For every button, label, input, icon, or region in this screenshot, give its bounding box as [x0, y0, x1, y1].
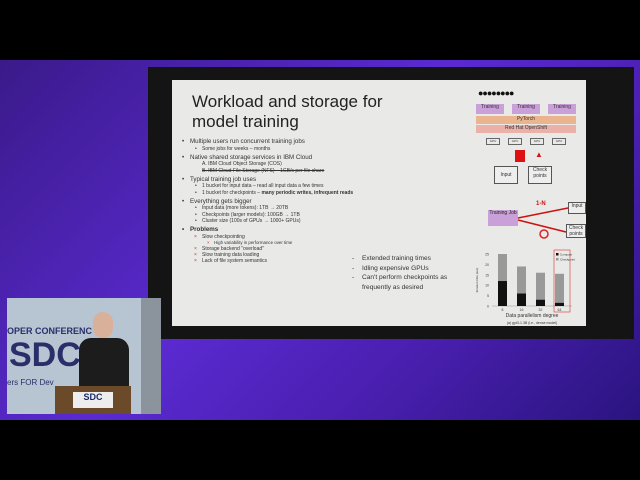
sub-bullet: Input data (more tokens): 1TB → 20TB — [182, 205, 432, 211]
x-tick-label: 8 — [502, 308, 504, 312]
input-bucket: Input — [568, 202, 586, 214]
ratio-label: 1-N — [536, 201, 546, 207]
users-icon: ●●●●●●●● — [478, 88, 514, 98]
refresh-icon — [539, 229, 549, 239]
gpu-box: GPU — [486, 138, 500, 145]
consequence: Extended training times — [352, 254, 462, 264]
bar-compute — [536, 299, 545, 306]
problem-item: Slow checkpointing — [182, 234, 432, 241]
bar-checkpoint — [536, 272, 545, 306]
sub-bullet: Some jobs for weeks – months — [182, 146, 432, 152]
x-axis-label: Data parallelism degree — [506, 313, 559, 319]
bar-checkpoint — [498, 254, 507, 306]
chart-caption: (a) gpt3-1.3B (i.e., dense model) — [507, 321, 557, 325]
legend-checkpoint: Checkpoint — [560, 258, 575, 262]
arrows — [517, 207, 569, 239]
stage-wall — [141, 298, 161, 414]
slide: Workload and storage for model training … — [172, 80, 586, 326]
input-bucket: Input — [494, 166, 518, 184]
problem-item: Slow training data loading — [182, 252, 432, 259]
bar-checkpoint — [555, 273, 564, 306]
speaker-head — [93, 312, 113, 338]
gpu-box: GPU — [552, 138, 566, 145]
y-tick-label: 20 — [485, 263, 489, 267]
checkpoints-bucket: Check points — [528, 166, 552, 184]
bullet: Everything gets bigger — [182, 198, 432, 206]
y-tick-label: 0 — [487, 305, 489, 309]
architecture-diagram: ●●●●●●●● Training Training Training PyTo… — [470, 80, 586, 326]
consequence: Idling expensive GPUs — [352, 264, 462, 274]
highlight-box — [553, 249, 571, 313]
bar-checkpoint — [517, 266, 526, 306]
slide-bullets: Multiple users run concurrent training j… — [182, 138, 432, 265]
bullet: Native shared storage services in IBM Cl… — [182, 154, 432, 162]
banner-tagline: ers FOR Dev — [7, 378, 54, 387]
training-box: Training — [476, 104, 504, 114]
training-box: Training — [548, 104, 576, 114]
y-tick-label: 25 — [485, 253, 489, 257]
banner-logo: SDC — [9, 336, 81, 374]
slide-title: Workload and storage for model training — [192, 92, 383, 131]
legend-swatch-compute — [556, 253, 559, 256]
sub-bullet: 1 bucket for checkpoints – many periodic… — [182, 190, 432, 196]
bar-compute — [517, 293, 526, 306]
sub-bullet: Checkpoints (larger models): 100GB → 1TB — [182, 212, 432, 218]
speaker-video: OPER CONFERENC SDC ers FOR Dev SDC — [7, 298, 161, 414]
problem-item: Storage backend "overload" — [182, 246, 432, 253]
training-box: Training — [512, 104, 540, 114]
openshift-layer: Red Hat OpenShift — [476, 125, 576, 133]
sub-bullet: 1 bucket for input data – read all input… — [182, 183, 432, 189]
checkpoints-bucket: Check points — [566, 224, 586, 238]
podium: SDC — [55, 386, 131, 414]
bar-compute — [555, 302, 564, 306]
sub-bullet-prefix: 1 bucket for checkpoints – — [202, 189, 262, 196]
y-tick-label: 15 — [485, 273, 489, 277]
sub-bullet: Cluster size (100s of GPUs → 1000+ GPUs) — [182, 218, 432, 224]
banner-text: OPER CONFERENC — [7, 326, 93, 336]
y-axis-label: Iteration time (sec) — [475, 268, 479, 293]
training-job-box: Training Job — [488, 210, 518, 226]
bullet: Typical training job uses — [182, 176, 432, 184]
double-arrow-icon — [515, 150, 525, 162]
speaker — [79, 338, 129, 388]
gpu-box: GPU — [508, 138, 522, 145]
sub-bullet: B. IBM Cloud File Storage (NFS) – 1GB/s … — [202, 167, 325, 174]
legend-compute: Compute — [560, 253, 573, 257]
problem-item: Lack of file system semantics — [182, 258, 432, 265]
problems-heading: Problems — [182, 226, 432, 234]
y-tick-label: 5 — [487, 294, 489, 298]
x-tick-label: 16 — [520, 308, 524, 312]
x-tick-label: 32 — [539, 308, 543, 312]
y-tick-label: 10 — [485, 284, 489, 288]
podium-logo: SDC — [73, 392, 113, 408]
bar-compute — [498, 281, 507, 306]
gpu-box: GPU — [530, 138, 544, 145]
consequences: Extended training times Idling expensive… — [352, 254, 462, 292]
legend-swatch-checkpoint — [556, 258, 559, 261]
sub-bullet-bold: many periodic writes, infrequent reads — [261, 189, 354, 196]
alarm-icon: ▲ — [535, 150, 543, 159]
problem-item: High variability in performance over tim… — [182, 240, 432, 246]
bullet: Multiple users run concurrent training j… — [182, 138, 432, 146]
pytorch-layer: PyTorch — [476, 116, 576, 124]
sub-bullet: A. IBM Cloud Object Storage (COS) — [202, 161, 282, 168]
consequence: Can't perform checkpoints as frequently … — [352, 273, 462, 292]
x-tick-label: 64 — [558, 308, 562, 312]
